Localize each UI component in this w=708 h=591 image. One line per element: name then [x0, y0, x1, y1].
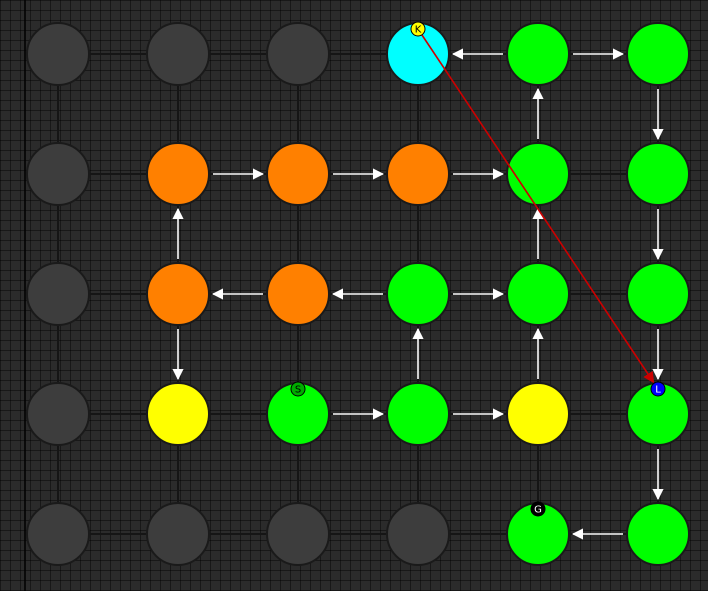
edges-layer — [172, 48, 664, 540]
node-orange[interactable] — [266, 262, 330, 326]
path-arrow — [417, 28, 655, 384]
node-green[interactable] — [626, 142, 690, 206]
node-green[interactable] — [626, 502, 690, 566]
node-gray[interactable] — [266, 22, 330, 86]
node-gray[interactable] — [146, 502, 210, 566]
marker-s[interactable]: S — [290, 381, 306, 397]
markers-layer: K S L G — [290, 21, 666, 517]
node-yellow[interactable] — [506, 382, 570, 446]
node-gray[interactable] — [386, 502, 450, 566]
node-green[interactable] — [506, 262, 570, 326]
marker-g[interactable]: G — [530, 501, 546, 517]
marker-label: L — [655, 385, 661, 396]
marker-l[interactable]: L — [650, 381, 666, 397]
marker-badge — [290, 381, 306, 397]
node-green[interactable] — [506, 22, 570, 86]
marker-badge — [650, 381, 666, 397]
node-green[interactable] — [626, 262, 690, 326]
node-yellow[interactable] — [146, 382, 210, 446]
node-orange[interactable] — [386, 142, 450, 206]
marker-label: K — [415, 25, 422, 36]
node-green[interactable] — [386, 382, 450, 446]
marker-k[interactable]: K — [410, 21, 426, 37]
marker-label: G — [534, 505, 542, 516]
node-gray[interactable] — [146, 22, 210, 86]
node-gray[interactable] — [26, 142, 90, 206]
marker-label: S — [295, 385, 301, 396]
marker-badge — [530, 501, 546, 517]
node-gray[interactable] — [26, 22, 90, 86]
node-orange[interactable] — [266, 142, 330, 206]
path-layer — [417, 28, 655, 384]
node-gray[interactable] — [266, 502, 330, 566]
marker-badge — [410, 21, 426, 37]
node-green[interactable] — [506, 142, 570, 206]
node-gray[interactable] — [26, 382, 90, 446]
node-orange[interactable] — [146, 142, 210, 206]
node-orange[interactable] — [146, 262, 210, 326]
node-green[interactable] — [626, 22, 690, 86]
node-gray[interactable] — [26, 502, 90, 566]
node-green[interactable] — [386, 262, 450, 326]
node-gray[interactable] — [26, 262, 90, 326]
